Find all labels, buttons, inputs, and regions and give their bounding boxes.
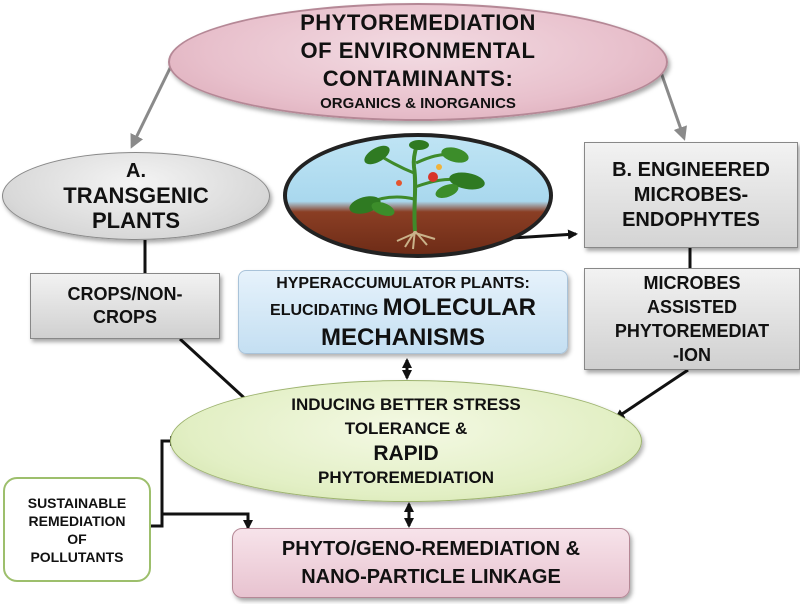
stress-line-4: PHYTOREMEDIATION: [318, 468, 494, 487]
transgenic-line-3: PLANTS: [92, 207, 180, 233]
microbes-line-1: MICROBES: [643, 273, 741, 293]
sustainable-remediation-node: SUSTAINABLE REMEDIATION OF POLLUTANTS: [3, 477, 151, 582]
microbes-line-3: PHYTOREMEDIAT: [614, 321, 770, 341]
stress-line-2: TOLERANCE &: [344, 419, 468, 438]
crops-line-1: CROPS/NON-: [67, 284, 183, 304]
hyper-line-2: ELUCIDATING MOLECULAR: [270, 293, 536, 324]
stress-tolerance-node: INDUCING BETTER STRESS TOLERANCE & RAPID…: [170, 380, 642, 502]
transgenic-line-1: A.: [126, 159, 146, 182]
title-line-1: PHYTOREMEDIATION: [300, 10, 536, 35]
title-line-4: ORGANICS & INORGANICS: [320, 95, 516, 112]
arrow-title-to-transgenic: [130, 57, 177, 149]
title-ellipse: PHYTOREMEDIATION OF ENVIRONMENTAL CONTAM…: [168, 3, 668, 121]
microbes-line-2: ASSISTED: [646, 297, 738, 317]
title-line-2: OF ENVIRONMENTAL: [300, 38, 536, 63]
phyto-line-1: PHYTO/GENO-REMEDIATION &: [281, 538, 581, 560]
engineered-line-1: B. ENGINEERED: [612, 158, 770, 181]
title-line-3: CONTAMINANTS:: [322, 66, 514, 91]
sustain-line-3: OF: [67, 530, 87, 547]
hyperaccumulator-node: HYPERACCUMULATOR PLANTS: ELUCIDATING MOL…: [238, 270, 568, 354]
hyper-line-3: MECHANISMS: [320, 323, 485, 351]
engineered-line-3: ENDOPHYTES: [622, 208, 760, 231]
sustain-line-2: REMEDIATION: [28, 512, 126, 529]
tomato-plant-illustration: [283, 133, 553, 258]
stress-line-3: RAPID: [373, 442, 439, 465]
phyto-line-2: NANO-PARTICLE LINKAGE: [301, 566, 561, 588]
transgenic-plants-node: A. TRANSGENIC PLANTS: [2, 152, 270, 240]
sustain-line-1: SUSTAINABLE: [27, 494, 127, 511]
engineered-microbes-node: B. ENGINEERED MICROBES- ENDOPHYTES: [584, 142, 798, 248]
crops-node: CROPS/NON- CROPS: [30, 273, 220, 339]
hyper-line-1: HYPERACCUMULATOR PLANTS:: [276, 274, 530, 292]
hyper-line-2-small: ELUCIDATING: [270, 301, 383, 319]
arrow-sustainable-to-phyto: [162, 512, 253, 530]
stress-line-1: INDUCING BETTER STRESS: [291, 395, 521, 414]
engineered-line-2: MICROBES-: [633, 183, 749, 206]
arrow-crops-to-stress: [178, 337, 254, 407]
microbes-assisted-node: MICROBES ASSISTED PHYTOREMEDIAT -ION: [584, 268, 800, 370]
microbes-line-4: -ION: [673, 345, 711, 365]
crops-line-2: CROPS: [92, 307, 157, 327]
plant-icon: [349, 140, 485, 250]
sustain-line-4: POLLUTANTS: [30, 548, 124, 565]
phyto-geno-remediation-node: PHYTO/GENO-REMEDIATION & NANO-PARTICLE L…: [232, 528, 630, 598]
arrow-microbes-to-stress: [614, 368, 689, 420]
transgenic-line-2: TRANSGENIC: [63, 182, 209, 208]
hyper-line-2-big: MOLECULAR: [382, 293, 536, 321]
